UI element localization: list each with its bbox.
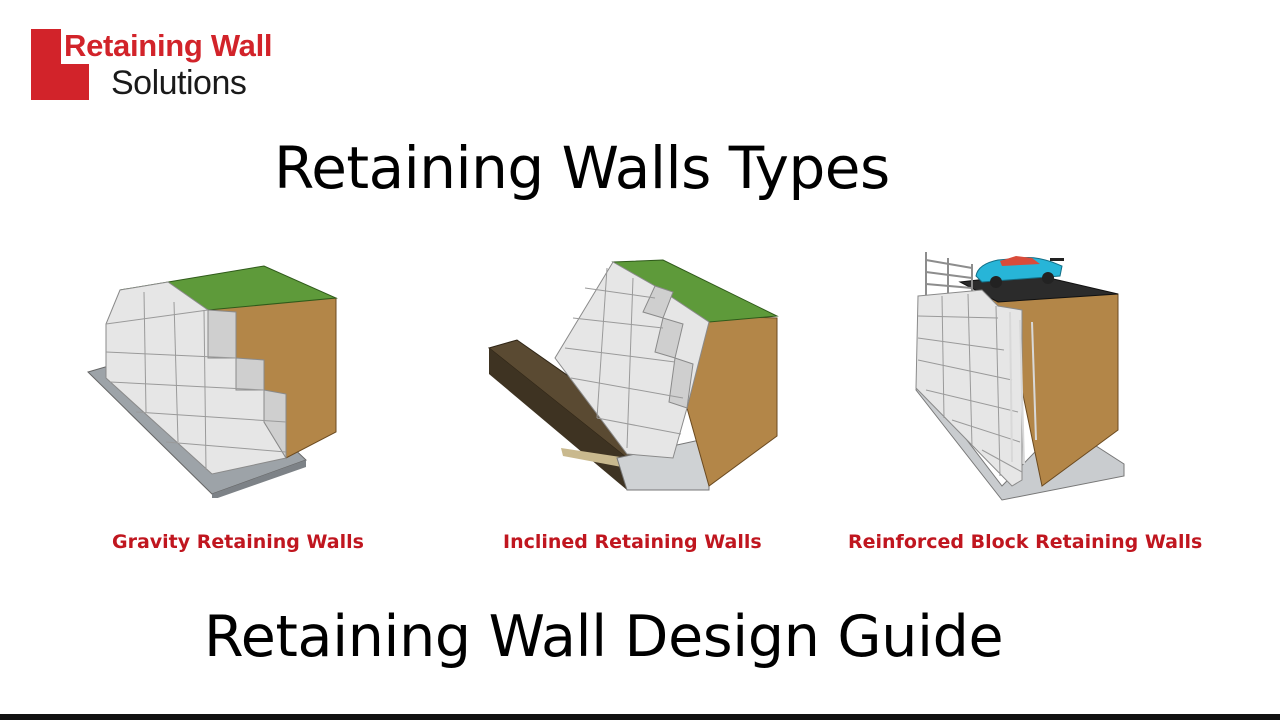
footer-title: Retaining Wall Design Guide (204, 604, 1004, 670)
gravity-wall-illustration (87, 265, 338, 498)
reinforced-wall-illustration (915, 252, 1125, 501)
bottom-bar (0, 714, 1280, 720)
car-icon (975, 256, 1064, 288)
caption-gravity-retaining-walls: Gravity Retaining Walls (112, 531, 364, 553)
caption-inclined-retaining-walls: Inclined Retaining Walls (503, 531, 762, 553)
page-title: Retaining Walls Types (274, 134, 890, 202)
logo-line-1: Retaining Wall (64, 28, 273, 63)
inclined-wall-illustration (487, 259, 779, 491)
logo-mark-icon (31, 29, 89, 100)
logo-line-2: Solutions (111, 64, 247, 102)
company-logo: Retaining Wall Solutions (31, 28, 331, 103)
caption-reinforced-block-retaining-walls: Reinforced Block Retaining Walls (848, 531, 1203, 553)
